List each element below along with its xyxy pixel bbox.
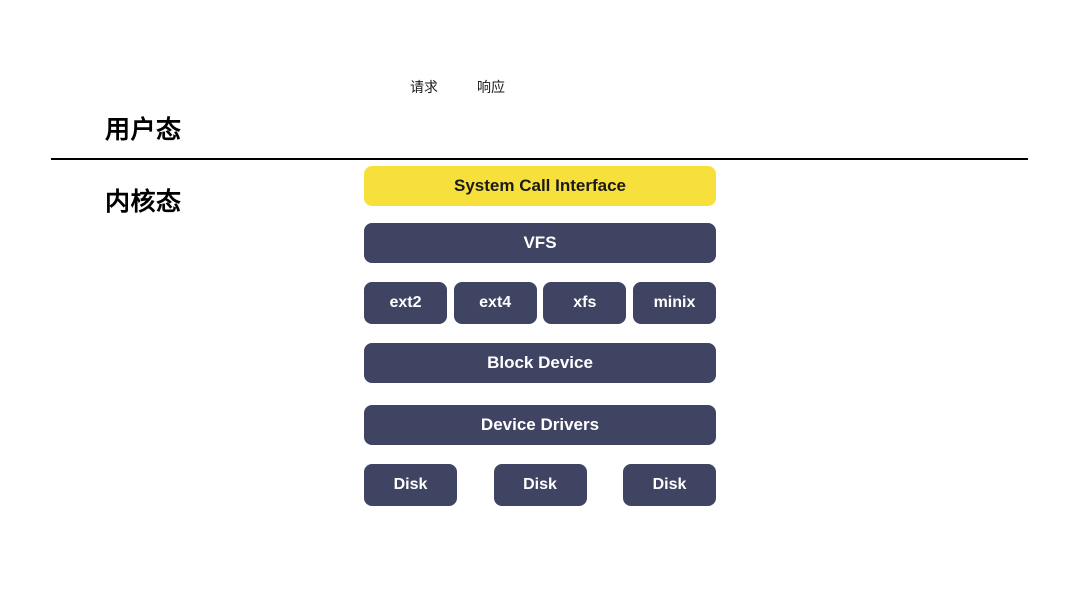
disk-chip-2[interactable]: Disk: [493, 464, 587, 506]
kernel-mode-label: 内核态: [105, 188, 182, 216]
filesystem-chip-ext2[interactable]: ext2: [364, 282, 447, 324]
layer-vfs[interactable]: VFS: [364, 223, 716, 263]
spacer: [364, 324, 716, 343]
spacer: [364, 206, 716, 223]
spacer: [364, 263, 716, 282]
spacer: [364, 445, 716, 464]
request-flow-label: 请求: [410, 79, 438, 95]
disk-row: Disk Disk Disk: [364, 464, 716, 506]
flow-annotation-group: 请求 响应: [405, 76, 605, 100]
mode-divider: [51, 158, 1028, 160]
user-mode-label: 用户态: [105, 116, 182, 144]
layer-block-device[interactable]: Block Device: [364, 343, 716, 383]
filesystem-chip-minix[interactable]: minix: [632, 282, 716, 324]
spacer: [364, 383, 716, 405]
disk-chip-1[interactable]: Disk: [364, 464, 457, 506]
kernel-storage-stack: System Call Interface VFS ext2 ext4 xfs …: [364, 166, 716, 506]
layer-device-drivers[interactable]: Device Drivers: [364, 405, 716, 445]
filesystem-chip-ext4[interactable]: ext4: [453, 282, 537, 324]
response-flow-label: 响应: [477, 79, 505, 95]
filesystem-row: ext2 ext4 xfs minix: [364, 282, 716, 324]
layer-system-call-interface[interactable]: System Call Interface: [364, 166, 716, 206]
disk-chip-3[interactable]: Disk: [623, 464, 716, 506]
filesystem-chip-xfs[interactable]: xfs: [543, 282, 627, 324]
